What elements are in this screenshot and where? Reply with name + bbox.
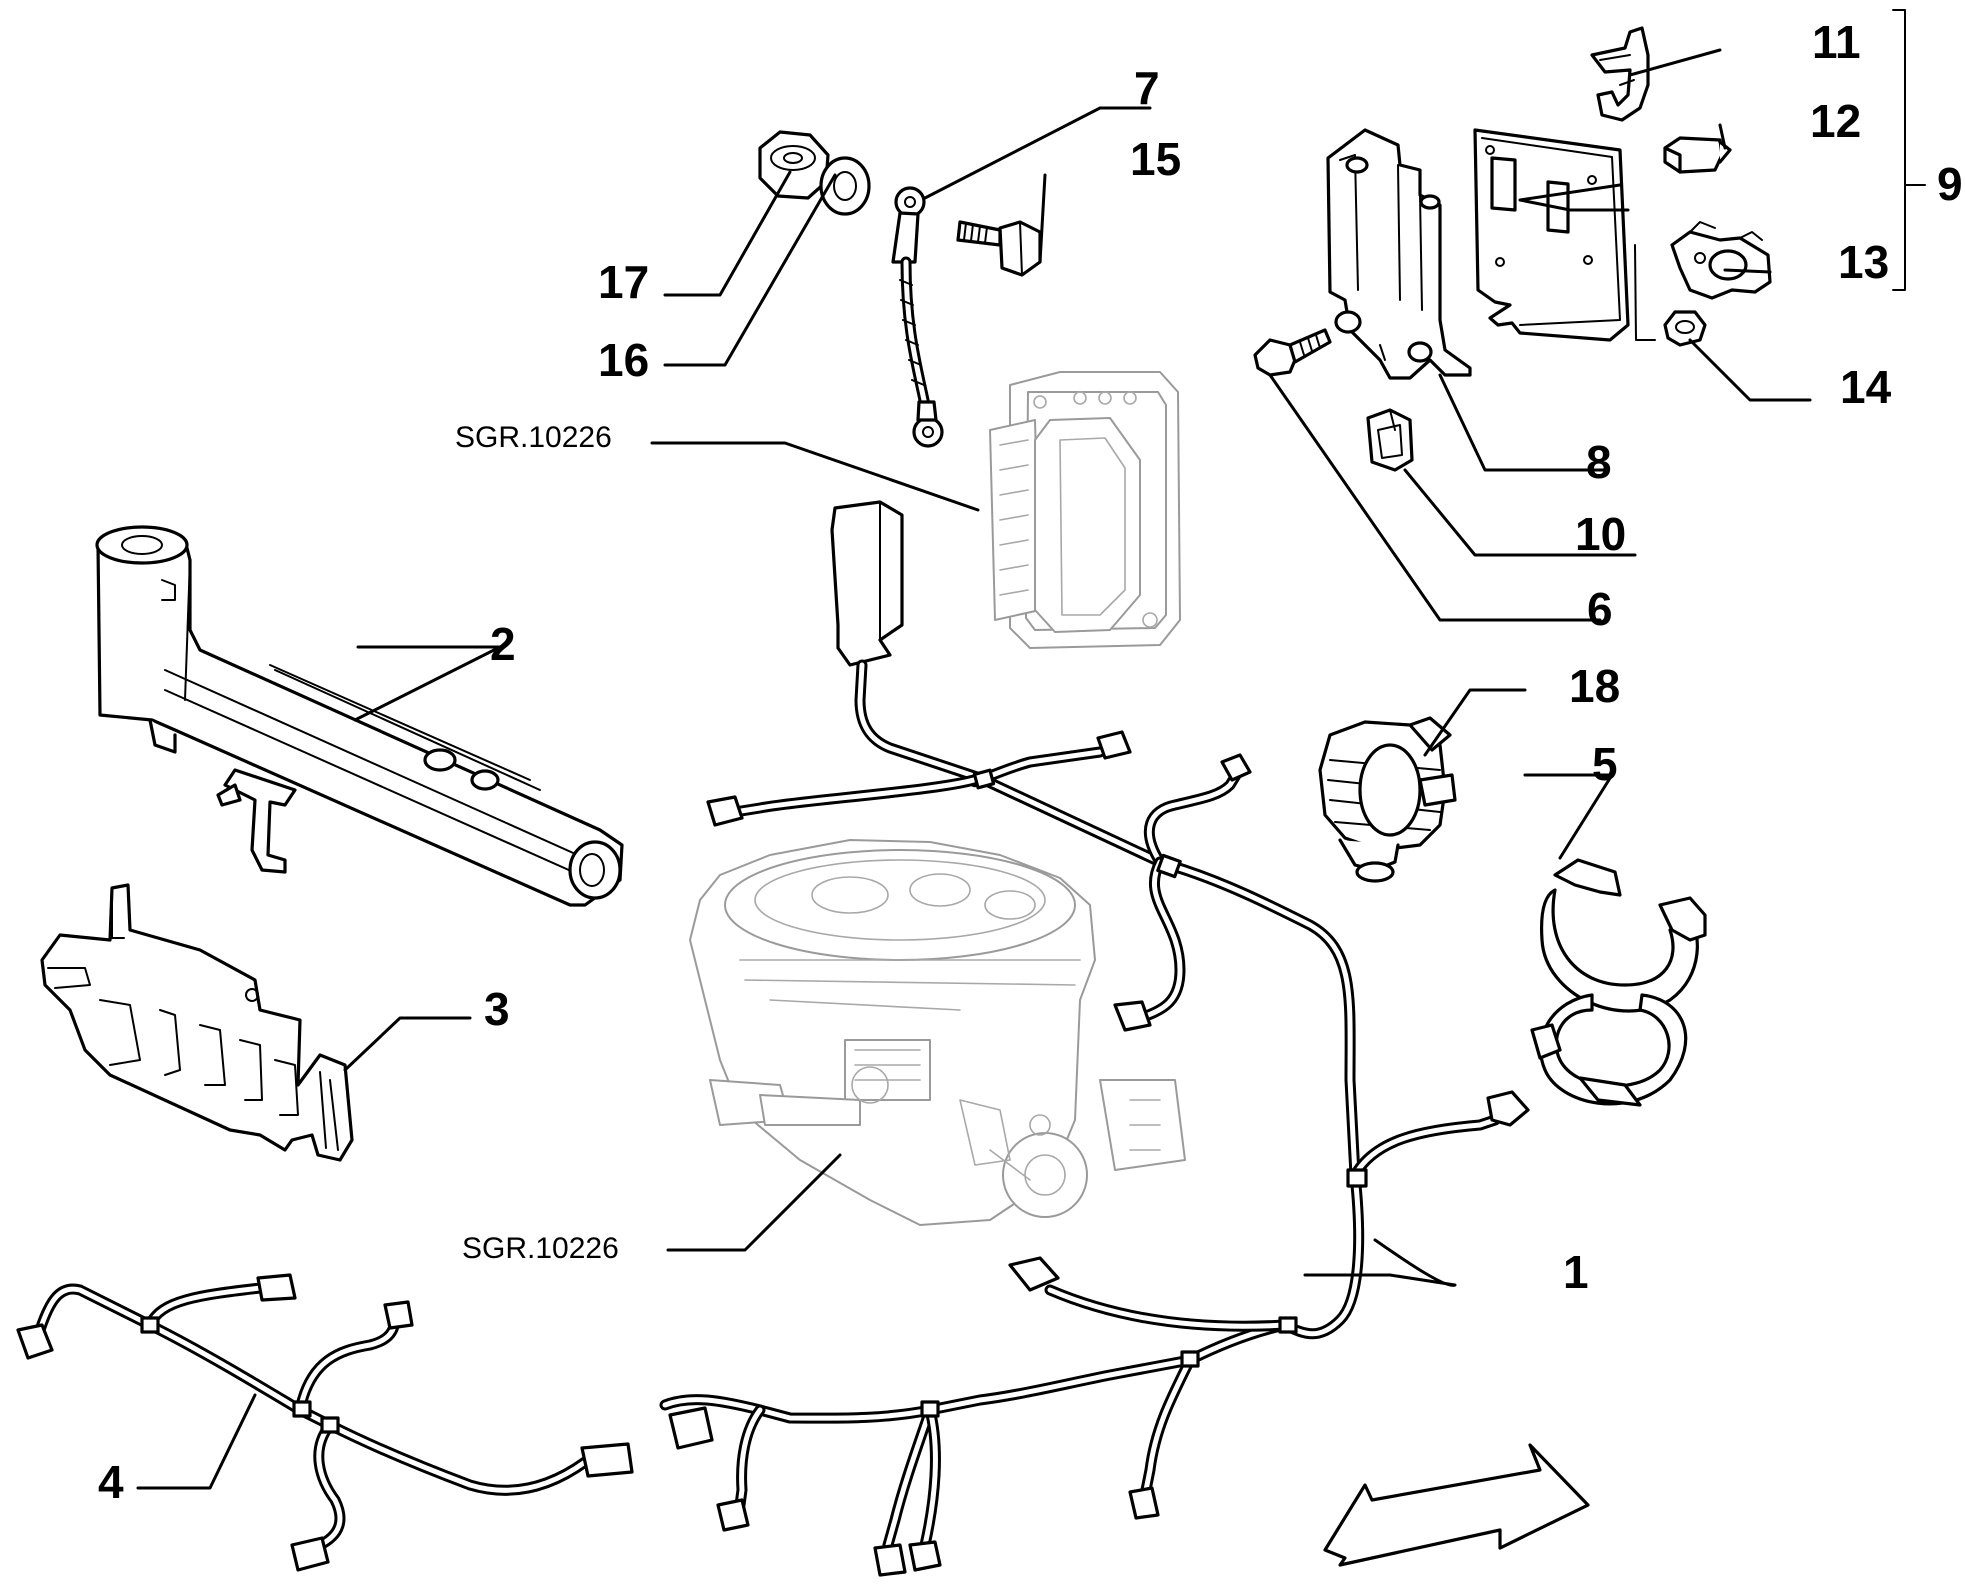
- callout-5: 5: [1592, 738, 1618, 790]
- leader-lines: [136, 9, 1926, 1490]
- washer-16-part: [819, 156, 871, 216]
- callout-14: 14: [1840, 361, 1892, 413]
- callout-12: 12: [1810, 95, 1861, 147]
- callout-18: 18: [1569, 660, 1620, 712]
- strap-clip-5-part: [1530, 858, 1707, 1107]
- main-harness-part: [659, 500, 1530, 1577]
- nut-14-part: [1663, 310, 1707, 347]
- bolt-15-part: [956, 220, 1042, 277]
- push-clip-12-part: [1663, 136, 1732, 174]
- hook-clip-11-part: [1590, 26, 1650, 122]
- callout-10: 10: [1575, 508, 1626, 560]
- reference-label-ecu: SGR.10226: [455, 421, 612, 454]
- bracket-part: [40, 883, 354, 1162]
- bolt-6-part: [1253, 328, 1332, 377]
- ground-strap-part: [891, 186, 944, 448]
- reference-label-throttle-body: SGR.10226: [462, 1232, 619, 1265]
- callout-1: 1: [1563, 1246, 1589, 1298]
- callout-7: 7: [1134, 62, 1160, 114]
- callout-2: 2: [490, 618, 516, 670]
- clip-18-part: [1318, 716, 1457, 883]
- callout-15: 15: [1130, 133, 1181, 185]
- callout-4: 4: [98, 1456, 124, 1508]
- nut-17-part: [758, 130, 830, 200]
- clip-10-part: [1366, 408, 1414, 472]
- callout-3: 3: [484, 983, 510, 1035]
- connector-block-13-part: [1670, 221, 1772, 300]
- callout-8: 8: [1586, 436, 1612, 488]
- callout-17: 17: [598, 256, 649, 308]
- callout-16: 16: [598, 334, 649, 386]
- direction-arrow: [1323, 1443, 1590, 1567]
- harness-4-part: [16, 1273, 634, 1572]
- ecu-reference-part: [989, 371, 1181, 649]
- cover-plate-9-part: [1473, 128, 1630, 342]
- bracket-8-part: [1326, 128, 1472, 380]
- callout-6: 6: [1587, 583, 1613, 635]
- fuel-rail-part: [95, 525, 624, 907]
- callout-11: 11: [1812, 16, 1861, 68]
- throttle-body-reference-part: [689, 839, 1186, 1226]
- callout-9: 9: [1937, 158, 1963, 210]
- callout-13: 13: [1838, 236, 1889, 288]
